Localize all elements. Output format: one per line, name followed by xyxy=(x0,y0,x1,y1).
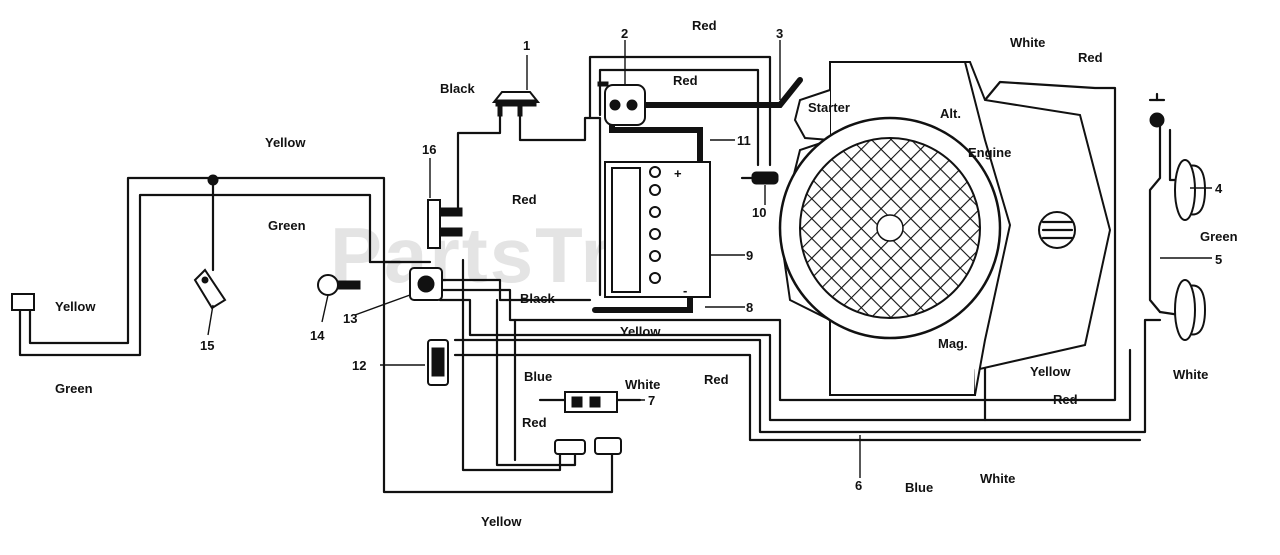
part-7-module xyxy=(564,391,618,413)
label-red-right-top: Red xyxy=(1078,50,1103,65)
part-10-connector xyxy=(740,171,779,185)
label-red-left: Red xyxy=(512,192,537,207)
battery-plus-label: + xyxy=(674,166,682,181)
label-yellow-top: Yellow xyxy=(265,135,306,150)
label-blue-bottom: Blue xyxy=(905,480,933,495)
part-13-ignition-switch xyxy=(409,267,443,301)
part-9-battery: + - xyxy=(604,161,711,298)
battery-minus-label: - xyxy=(683,283,687,298)
label-yellow-mag: Yellow xyxy=(1030,364,1071,379)
alt-label: Alt. xyxy=(940,106,961,121)
bottom-switches xyxy=(554,437,622,455)
label-black-battery: Black xyxy=(520,291,555,306)
callout-6: 6 xyxy=(855,478,862,493)
label-white-right: White xyxy=(1173,367,1208,382)
label-white-top: White xyxy=(1010,35,1045,50)
callout-9: 9 xyxy=(746,248,753,263)
callout-13: 13 xyxy=(343,311,357,326)
part-2-solenoid xyxy=(597,81,646,126)
label-red-top: Red xyxy=(692,18,717,33)
part-1-switch xyxy=(491,91,541,117)
callout-11: 11 xyxy=(737,133,751,148)
label-red-battery: Red xyxy=(673,73,698,88)
callout-4: 4 xyxy=(1215,181,1223,196)
part-4-headlights xyxy=(1148,92,1207,341)
callout-3: 3 xyxy=(776,26,783,41)
callout-2: 2 xyxy=(621,26,628,41)
callout-10: 10 xyxy=(752,205,766,220)
label-white-mid: White xyxy=(625,377,660,392)
label-red-right: Red xyxy=(1053,392,1078,407)
callout-15: 15 xyxy=(200,338,214,353)
label-green-mid: Green xyxy=(268,218,306,233)
wire-labels: Red Red Red Red Red Red Red Black Black … xyxy=(55,18,1238,529)
label-green-right: Green xyxy=(1200,229,1238,244)
callout-12: 12 xyxy=(352,358,366,373)
engine-assembly: Starter Alt. Engine Mag. xyxy=(778,61,1112,396)
callout-14: 14 xyxy=(310,328,325,343)
left-connector xyxy=(11,293,35,311)
label-green-left: Green xyxy=(55,381,93,396)
callout-16: 16 xyxy=(422,142,436,157)
callout-5: 5 xyxy=(1215,252,1222,267)
label-white-bottom: White xyxy=(980,471,1015,486)
label-yellow-left: Yellow xyxy=(55,299,96,314)
leader-lines xyxy=(207,40,1212,478)
engine-label: Engine xyxy=(968,145,1011,160)
label-blue-mid: Blue xyxy=(524,369,552,384)
callouts: 1 2 3 4 5 6 7 8 9 10 11 12 13 14 15 16 xyxy=(200,26,1223,493)
label-yellow-bottom: Yellow xyxy=(481,514,522,529)
label-black-top: Black xyxy=(440,81,475,96)
label-red-switches: Red xyxy=(522,415,547,430)
callout-1: 1 xyxy=(523,38,530,53)
mag-label: Mag. xyxy=(938,336,968,351)
starter-label: Starter xyxy=(808,100,850,115)
callout-7: 7 xyxy=(648,393,655,408)
label-red-bottom-mid: Red xyxy=(704,372,729,387)
part-16-switch xyxy=(427,199,463,249)
wires xyxy=(18,55,1182,494)
part-15-seat-switch xyxy=(193,268,227,310)
callout-8: 8 xyxy=(746,300,753,315)
part-12-switch xyxy=(427,339,449,386)
part-14-key xyxy=(317,274,361,296)
label-yellow-mid: Yellow xyxy=(620,324,661,339)
